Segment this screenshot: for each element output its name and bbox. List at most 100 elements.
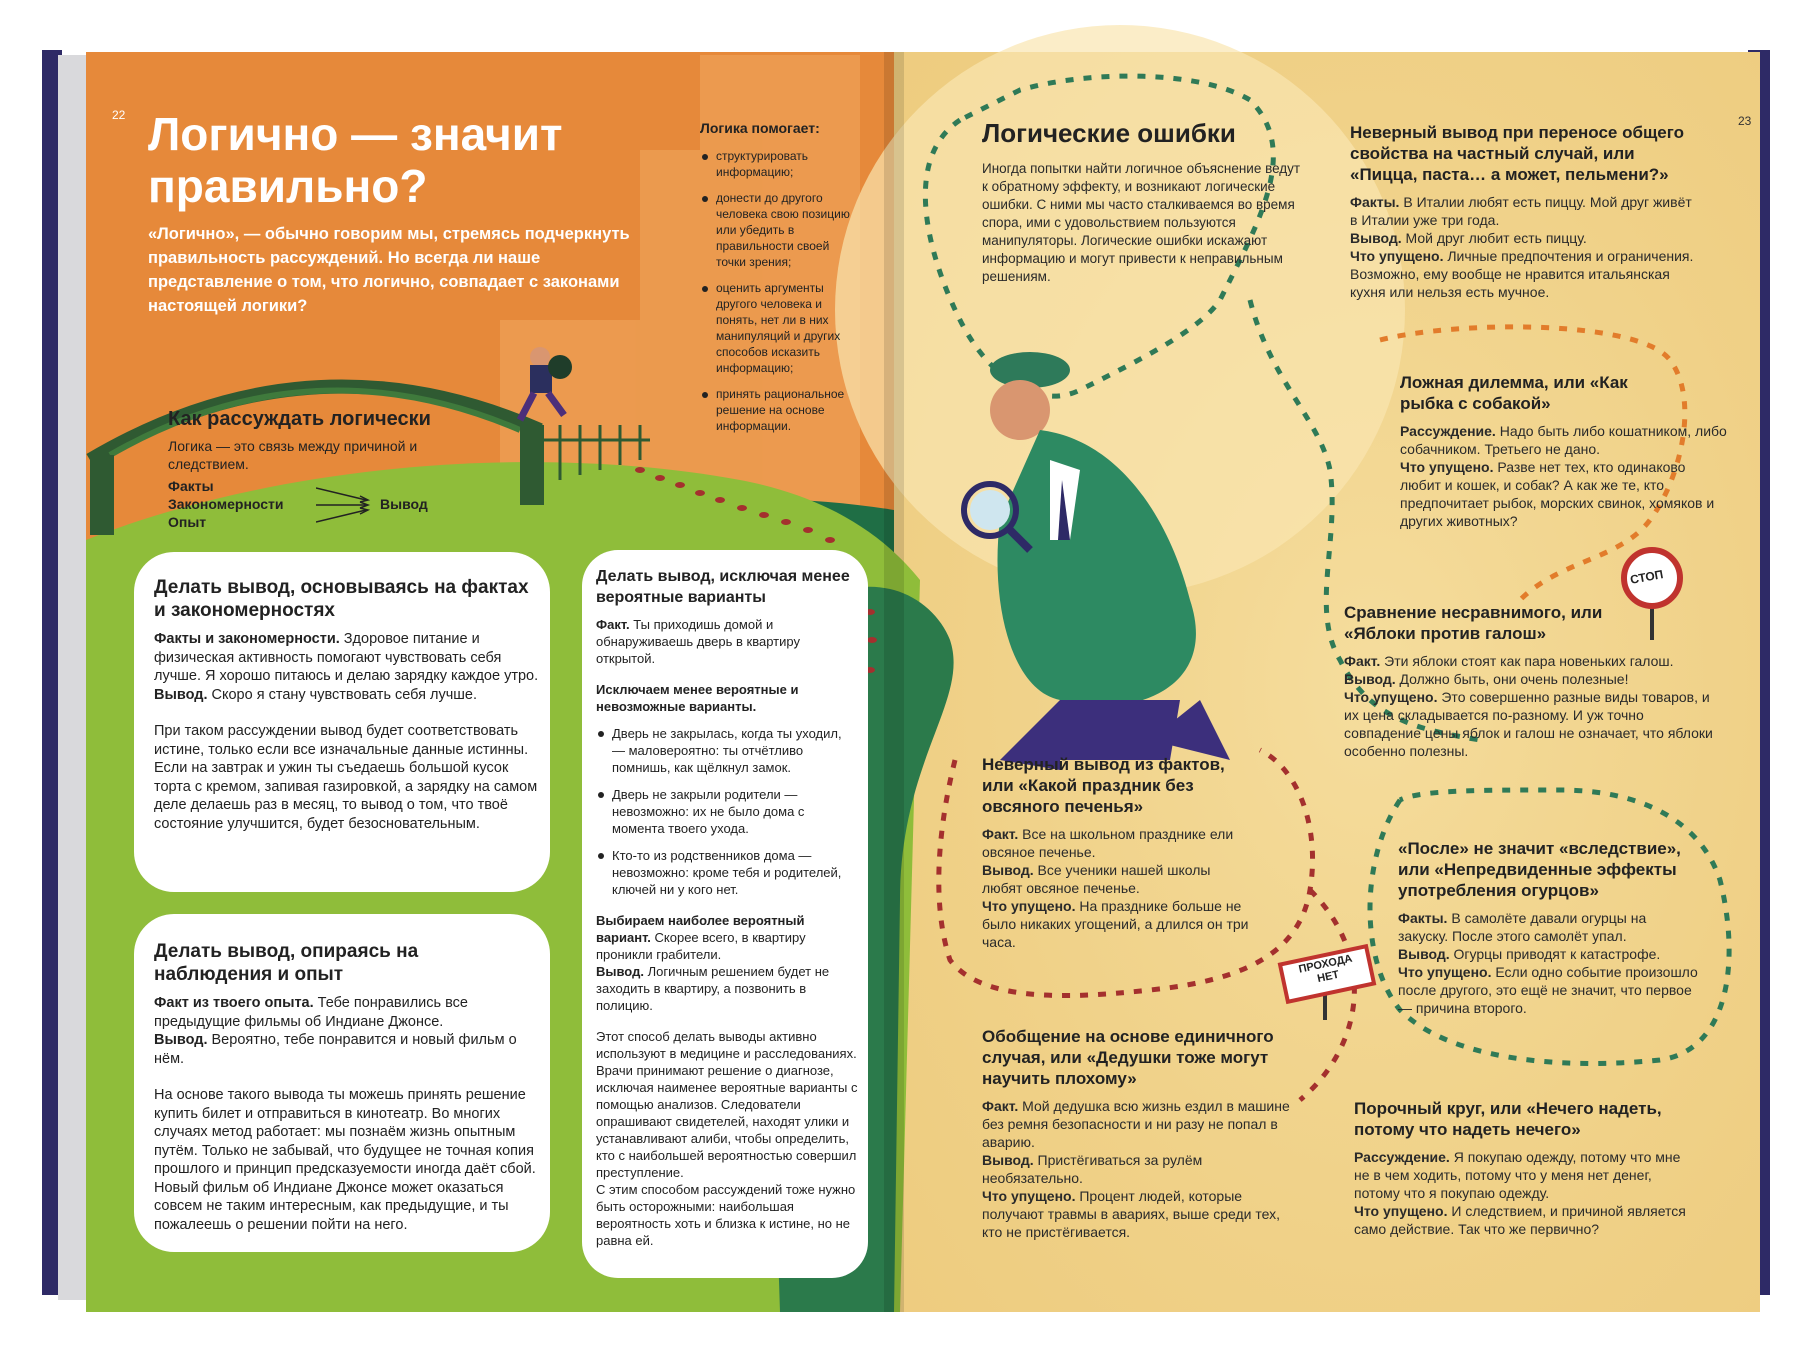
logic-helps-item: структурировать информацию; (700, 148, 860, 180)
fallacy-title: Ложная дилемма, или «Как рыбка с собакой… (1400, 373, 1628, 413)
logic-helps-list: структурировать информацию; донести до д… (700, 148, 860, 434)
how-to-reason-heading: Как рассуждать логически (168, 408, 431, 430)
fallacy-line: Что упущено. На празднике больше не было… (982, 897, 1252, 951)
how-to-reason: Как рассуждать логически Логика — это св… (168, 408, 498, 473)
fallacy-text: Эти яблоки стоят как пара новеньких гало… (1380, 653, 1674, 669)
card-paragraph: Вывод. Скоро я стану чувствовать себя лу… (154, 686, 539, 705)
fallacy-title: Сравнение несравнимого, или «Яблоки прот… (1344, 603, 1603, 643)
page-title: Логично — значит правильно? (148, 108, 563, 212)
fallacy-line: Рассуждение. Надо быть либо кошатником, … (1400, 422, 1730, 458)
fallacy-line: Что упущено. Это совершенно разные виды … (1344, 688, 1714, 760)
fallacy-line: Факт. Мой дедушка всю жизнь ездил в маши… (982, 1097, 1302, 1151)
logic-helps-item: донести до другого человека свою позицию… (700, 190, 860, 270)
card-label: Вывод. (154, 1032, 208, 1048)
fallacy-line: Факты. В самолёте давали огурцы на закус… (1398, 909, 1698, 945)
card-title: Делать вывод, опираясь на наблюдения и о… (154, 941, 419, 985)
fallacy-title: «После» не значит «вследствие», или «Неп… (1398, 839, 1681, 900)
fallacy-text: Если одно событие произошло после другог… (1398, 964, 1698, 1016)
fallacy-incomparable: Сравнение несравнимого, или «Яблоки прот… (1344, 602, 1714, 760)
fallacy-label: Рассуждение. (1400, 423, 1496, 439)
fallacy-text: Я покупаю одежду, потому что мне не в че… (1354, 1149, 1681, 1201)
fallacy-line: Факт. Все на школьном празднике ели овся… (982, 825, 1252, 861)
page-number-left: 22 (112, 108, 126, 122)
fallacy-false-dilemma: Ложная дилемма, или «Как рыбка с собакой… (1400, 372, 1730, 530)
fallacy-text: Разве нет тех, кто одинаково любит и кош… (1400, 459, 1715, 529)
fallacy-line: Что упущено. И следствием, и причиной яв… (1354, 1202, 1694, 1238)
fallacy-label: Вывод. (1344, 671, 1396, 687)
output-conclusion: Вывод (380, 496, 428, 512)
fallacy-label: Что упущено. (1350, 248, 1444, 264)
card-title: Делать вывод, исключая менее вероятные в… (596, 568, 850, 606)
fallacy-hasty-generalization: Обобщение на основе единичного случая, и… (982, 1026, 1302, 1241)
card-observation-experience: Делать вывод, опираясь на наблюдения и о… (134, 914, 550, 1252)
card-paragraph: Вывод. Логичным решением будет не заходи… (596, 963, 858, 1014)
fallacy-line: Вывод. Огурцы приводят к катастрофе. (1398, 945, 1698, 963)
fallacy-wrong-conclusion: Неверный вывод из фактов, или «Какой пра… (982, 754, 1252, 951)
card-text: Вероятно, тебе понравится и новый фильм … (154, 1032, 517, 1067)
fallacy-text: Надо быть либо кошатником, либо собачник… (1400, 423, 1727, 457)
fallacy-label: Что упущено. (1400, 459, 1494, 475)
fallacy-label: Факт. (1344, 653, 1381, 669)
card-paragraph: Факт из твоего опыта. Тебе понравились в… (154, 994, 539, 1031)
reasoning-diagram: Факты Закономерности Опыт Вывод (168, 478, 468, 538)
fallacy-title: Неверный вывод из фактов, или «Какой пра… (982, 755, 1225, 816)
card-facts-patterns: Делать вывод, основываясь на фактах и за… (134, 552, 550, 892)
card-paragraph: Факт. Ты приходишь домой и обнаруживаешь… (596, 616, 858, 667)
fallacy-line: Вывод. Мой друг любит есть пиццу. (1350, 229, 1700, 247)
card-subheading: Исключаем менее вероятные и невозможные … (596, 682, 799, 714)
fallacy-line: Что упущено. Процент людей, которые полу… (982, 1187, 1302, 1241)
card-paragraph: При таком рассуждении вывод будет соотве… (154, 723, 538, 832)
fallacy-label: Факты. (1398, 910, 1448, 926)
logic-helps-item: принять рациональное решение на основе и… (700, 386, 860, 434)
fallacy-text: Это совершенно разные виды товаров, и их… (1344, 689, 1713, 759)
card-paragraph: Выбираем наиболее вероятный вариант. Ско… (596, 912, 858, 963)
card-label: Выбираем наиболее вероятный вариант. (596, 913, 805, 945)
exclusion-item: Дверь не закрылась, когда ты уходил, — м… (596, 725, 858, 776)
card-paragraph: Этот способ делать выводы активно исполь… (596, 1029, 858, 1180)
fallacy-line: Вывод. Пристёгиваться за рулём необязате… (982, 1151, 1302, 1187)
fallacy-title: Порочный круг, или «Нечего надеть, потом… (1354, 1099, 1662, 1139)
arrows-icon (316, 487, 371, 523)
fallacy-text: Пристёгиваться за рулём необязательно. (982, 1152, 1203, 1186)
fallacy-label: Что упущено. (1344, 689, 1438, 705)
fallacy-text: И следствием, и причиной является само д… (1354, 1203, 1686, 1237)
page-number-right: 23 (1738, 114, 1752, 128)
card-text: Скоро я стану чувствовать себя лучше. (207, 686, 478, 703)
card-text: Скорее всего, в квартиру проникли грабит… (596, 930, 806, 962)
fallacy-text: Мой дедушка всю жизнь ездил в машине без… (982, 1098, 1290, 1150)
exclusion-item: Кто-то из родственников дома — невозможн… (596, 847, 858, 898)
card-label: Вывод. (154, 686, 208, 703)
fallacy-title: Обобщение на основе единичного случая, и… (982, 1027, 1274, 1088)
card-exclude-variants: Делать вывод, исключая менее вероятные в… (582, 550, 868, 1278)
fallacy-label: Что упущено. (1398, 964, 1492, 980)
exclusion-item: Дверь не закрыли родители — невозможно: … (596, 786, 858, 837)
section-intro: Иногда попытки найти логичное объяснение… (982, 161, 1301, 284)
fallacy-label: Вывод. (982, 1152, 1034, 1168)
fallacy-label: Что упущено. (1354, 1203, 1448, 1219)
logic-helps-heading: Логика помогает: (700, 120, 820, 136)
fallacy-text: Все на школьном празднике ели овсяное пе… (982, 826, 1234, 860)
fallacy-label: Факт. (982, 826, 1019, 842)
fallacy-text: В самолёте давали огурцы на закуску. Пос… (1398, 910, 1647, 944)
fallacy-text: Личные предпочтения и ограничения. Возмо… (1350, 248, 1694, 300)
fallacy-general-to-particular: Неверный вывод при переносе общего свойс… (1350, 122, 1700, 301)
card-label: Факты и закономерности. (154, 631, 340, 647)
card-text: Здоровое питание и физическая активность… (154, 631, 539, 684)
card-label: Вывод. (596, 964, 644, 979)
fallacy-label: Рассуждение. (1354, 1149, 1450, 1165)
fallacy-line: Что упущено. Если одно событие произошло… (1398, 963, 1698, 1017)
fallacy-text: Процент людей, которые получают травмы в… (982, 1188, 1280, 1240)
fallacy-line: Вывод. Должно быть, они очень полезные! (1344, 670, 1714, 688)
fallacy-text: Мой друг любит есть пиццу. (1401, 230, 1587, 246)
card-label: Факт. (596, 617, 630, 632)
fallacy-line: Вывод. Все ученики нашей школы любят овс… (982, 861, 1252, 897)
card-text: Тебе понравились все предыдущие фильмы о… (154, 995, 468, 1030)
intro-text: «Логично», — обычно говорим мы, стремясь… (148, 225, 630, 315)
fallacy-label: Факты. (1350, 194, 1400, 210)
fallacy-label: Вывод. (1398, 946, 1450, 962)
exclusion-list: Дверь не закрылась, когда ты уходил, — м… (596, 725, 858, 898)
card-text: Логичным решением будет не заходить в кв… (596, 964, 830, 1013)
fallacy-line: Что упущено. Личные предпочтения и огран… (1350, 247, 1700, 301)
fallacy-label: Факт. (982, 1098, 1019, 1114)
fallacy-post-hoc: «После» не значит «вследствие», или «Неп… (1398, 838, 1698, 1017)
